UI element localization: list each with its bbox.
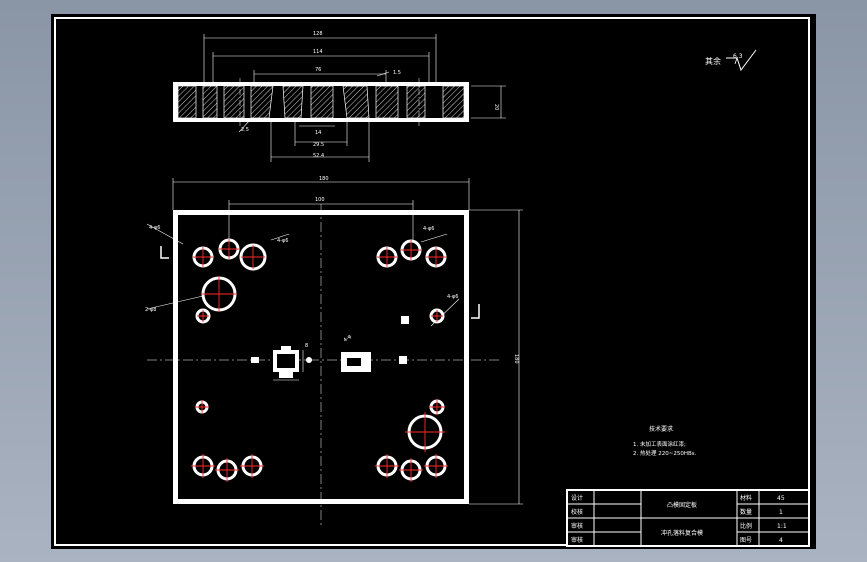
section-dimensions — [203, 34, 506, 162]
tb-rlabel-1: 材料 — [740, 494, 752, 502]
dim-d1: 128 — [313, 31, 323, 37]
callout-c5: 4-φ6 — [447, 294, 458, 300]
title-block: 设计 校核 审核 审核 凸模固定板 冲孔落料复合模 材料 数量 比例 图号 45… — [566, 489, 810, 547]
tb-rlabel-3: 比例 — [740, 522, 752, 530]
callout-c3: 4-φ6 — [423, 226, 434, 232]
dim-d2: 114 — [313, 49, 323, 55]
callout-c4: 2-φ8 — [145, 307, 156, 313]
dim-width: 180 — [319, 176, 329, 182]
plan-view — [147, 204, 499, 526]
dim-d5: 20 — [493, 104, 499, 110]
dim-d8: 52.4 — [313, 153, 324, 159]
tech-notes-title: 技术要求 — [649, 425, 673, 433]
dim-slot-w: 12 — [281, 374, 287, 380]
callout-c6: 4-φ — [342, 333, 353, 343]
section-marker-left-icon — [160, 246, 169, 259]
surface-note-label: 其余 — [705, 56, 721, 66]
tb-label-1: 设计 — [571, 494, 583, 502]
tb-rvalue-1: 45 — [777, 495, 785, 502]
tb-rvalue-3: 1:1 — [777, 523, 787, 530]
drawing-border — [54, 17, 810, 546]
roughness-symbol-icon — [726, 49, 757, 72]
dim-holes-span: 100 — [315, 197, 325, 203]
tb-part-sub: 冲孔落料复合模 — [661, 529, 703, 537]
callout-c2: 4-φ6 — [277, 238, 288, 244]
callout-c1: 4-φ6 — [149, 225, 160, 231]
tb-rvalue-2: 1 — [779, 509, 783, 516]
dim-d9: 2.5 — [241, 127, 249, 133]
dim-d3: 76 — [315, 67, 321, 73]
tech-note-2: 2. 热处理 220~250HBs. — [633, 449, 697, 457]
center-slots — [251, 316, 409, 378]
surface-note-value: 6.3 — [733, 53, 743, 60]
dim-slot-h: 8 — [305, 343, 308, 349]
slot-dimensions — [273, 350, 304, 381]
tech-note-1: 1. 未加工表面涂红漆; — [633, 440, 686, 448]
dim-d6: 14 — [315, 130, 321, 136]
tb-rvalue-4: 4 — [779, 537, 783, 544]
dim-d7: 29.5 — [313, 142, 324, 148]
section-view — [173, 78, 469, 126]
section-marker-right-icon — [471, 304, 480, 319]
tb-part-name: 凸模固定板 — [667, 501, 697, 509]
plan-dimensions — [146, 178, 523, 505]
tb-label-3: 审核 — [571, 522, 583, 530]
tb-rlabel-2: 数量 — [740, 508, 752, 516]
technical-drawing: 其余 6.3 — [54, 17, 810, 547]
tb-label-4: 审核 — [571, 536, 583, 544]
hole-centerlines — [191, 239, 448, 482]
cad-viewport[interactable]: 其余 6.3 — [51, 14, 816, 549]
dim-height: 180 — [513, 354, 519, 364]
tb-label-2: 校核 — [571, 508, 583, 516]
tb-rlabel-4: 图号 — [740, 537, 752, 544]
dim-d4: 1.5 — [393, 70, 401, 76]
